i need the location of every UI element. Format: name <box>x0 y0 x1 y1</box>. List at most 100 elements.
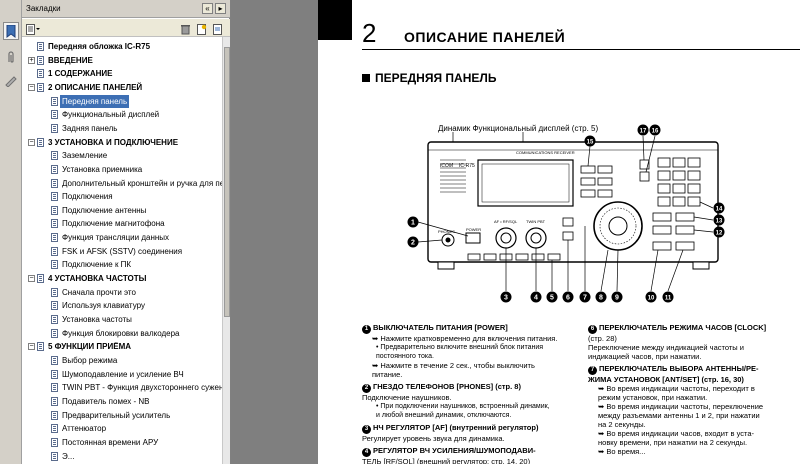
bookmark-label: Сначала прочти это <box>62 287 136 297</box>
bookmark-item[interactable]: Функция трансляции данных <box>22 231 222 244</box>
bookmark-item[interactable]: Используя клавиатуру <box>22 299 222 312</box>
bookmark-page-icon <box>51 178 58 188</box>
bookmark-item[interactable]: Установка приемника <box>22 163 222 176</box>
svg-text:2: 2 <box>411 240 415 247</box>
svg-text:7: 7 <box>583 295 587 302</box>
bookmark-item[interactable]: +ВВЕДЕНИЕ <box>22 54 222 67</box>
bookmark-page-icon <box>51 396 58 406</box>
bookmark-page-icon <box>51 301 58 311</box>
bookmark-item[interactable]: Выбор режима <box>22 354 222 367</box>
collapse-icon[interactable]: − <box>28 275 35 283</box>
svg-text:12: 12 <box>716 231 723 237</box>
bookmarks-tab-icon[interactable] <box>3 22 19 40</box>
bookmark-label: Функциональный дисплей <box>62 110 160 120</box>
bookmark-page-icon <box>37 274 44 284</box>
bookmark-item[interactable]: Дополнительный кронштейн и ручка для пер… <box>22 177 222 190</box>
bookmark-item[interactable]: FSK и AFSK (SSTV) соединения <box>22 245 222 258</box>
bookmark-item[interactable]: −2 ОПИСАНИЕ ПАНЕЛЕЙ <box>22 81 222 94</box>
bookmark-item[interactable]: Подключение антенны <box>22 204 222 217</box>
bookmarks-panel: Закладки « ▸ Передняя обложка IC-R75+ВВЕ… <box>22 0 230 464</box>
description-line: ➥ Во время индикации частоты, переключен… <box>598 402 764 411</box>
description-line: ➥ Нажмите кратковременно для включения п… <box>372 334 558 343</box>
bookmark-label: Предварительный усилитель <box>62 410 171 420</box>
radio-brand: ICOM <box>440 163 454 169</box>
bookmark-item[interactable]: Постоянная времени АРУ <box>22 436 222 449</box>
heading-text: ГНЕЗДО ТЕЛЕФОНОВ [PHONES] (стр. 8) <box>373 382 521 391</box>
bookmark-page-icon <box>51 123 58 133</box>
description-line: ➥ Нажмите в течение 2 сек., чтобы выключ… <box>372 361 535 370</box>
document-area[interactable]: 2 ОПИСАНИЕ ПАНЕЛЕЙ ПЕРЕДНЯЯ ПАНЕЛЬ Динам… <box>231 0 800 464</box>
bookmark-label: 5 ФУНКЦИИ ПРИЁМА <box>48 342 132 352</box>
bookmark-item[interactable]: Передняя панель <box>22 94 222 108</box>
collapse-icon[interactable]: − <box>28 138 35 146</box>
bookmarks-scrollbar[interactable] <box>222 37 230 464</box>
section-title-text: ПЕРЕДНЯЯ ПАНЕЛЬ <box>375 71 497 85</box>
bookmark-item[interactable]: Подключение к ПК <box>22 258 222 271</box>
heading-text: РЕГУЛЯТОР ВЧ УСИЛЕНИЯ/ШУМОПОДАВИ- <box>373 446 536 455</box>
options-menu-icon[interactable] <box>26 22 40 35</box>
bookmark-item[interactable]: Установка частоты <box>22 313 222 326</box>
attachments-tab-icon[interactable] <box>3 48 19 66</box>
square-bullet-icon <box>362 74 370 82</box>
bookmark-label: Функция блокировки валкодера <box>62 328 180 338</box>
svg-text:10: 10 <box>648 296 655 302</box>
bookmark-label: Подключение к ПК <box>62 260 132 270</box>
bookmark-item[interactable]: Предварительный усилитель <box>22 409 222 422</box>
description-line: Подключение наушников. <box>362 393 452 402</box>
bookmark-label: Выбор режима <box>62 355 118 365</box>
bookmark-label: 3 УСТАНОВКА И ПОДКЛЮЧЕНИЕ <box>48 137 179 147</box>
bookmark-item[interactable]: Подключения <box>22 190 222 203</box>
svg-text:17: 17 <box>640 129 647 135</box>
expand-bookmark-icon[interactable] <box>212 22 223 35</box>
bookmark-item[interactable]: Функциональный дисплей <box>22 108 222 121</box>
bookmark-item[interactable]: Функция блокировки валкодера <box>22 327 222 340</box>
description-line: и любой внешний динамик, отключаются. <box>376 412 512 419</box>
description-line: на 2 секунды. <box>598 420 646 429</box>
bookmark-item[interactable]: − 3 УСТАНОВКА И ПОДКЛЮЧЕНИЕ <box>22 136 222 149</box>
bookmark-item[interactable]: Подавитель помех - NB <box>22 395 222 408</box>
scrollbar-thumb[interactable] <box>224 47 230 317</box>
pbt-knob-label: TWIN PBT <box>526 219 546 224</box>
bookmark-item[interactable]: Подключение магнитофона <box>22 217 222 230</box>
bookmark-item[interactable]: Передняя обложка IC-R75 <box>22 40 222 53</box>
bookmark-label: Дополнительный кронштейн и ручка для пер… <box>62 178 222 188</box>
bookmark-label: FSK и AFSK (SSTV) соединения <box>62 246 183 256</box>
bookmark-item[interactable]: TWIN PBT - Функция двухстороннего сужени… <box>22 381 222 394</box>
bookmark-item[interactable]: Шумоподавление и усиление ВЧ <box>22 368 222 381</box>
bookmark-item[interactable]: Аттенюатор <box>22 422 222 435</box>
collapse-icon[interactable]: − <box>28 343 35 351</box>
bookmark-label: Передняя обложка IC-R75 <box>48 42 151 51</box>
new-bookmark-icon[interactable] <box>196 22 207 35</box>
signatures-tab-icon[interactable] <box>3 72 19 90</box>
bookmark-item[interactable]: 1 СОДЕРЖАНИЕ <box>22 67 222 80</box>
bookmark-page-icon <box>51 287 58 297</box>
bookmark-item[interactable]: − 5 ФУНКЦИИ ПРИЁМА <box>22 340 222 353</box>
bookmark-item[interactable]: Сначала прочти это <box>22 286 222 299</box>
bookmark-page-icon <box>37 82 44 92</box>
delete-bookmark-icon[interactable] <box>180 22 191 35</box>
bookmark-item[interactable]: −4 УСТАНОВКА ЧАСТОТЫ <box>22 272 222 285</box>
collapse-icon[interactable]: − <box>28 83 35 91</box>
bookmark-page-icon <box>51 96 58 106</box>
bookmark-label: Подключение антенны <box>62 205 147 215</box>
bookmark-item[interactable]: Заземление <box>22 149 222 162</box>
panel-options-icon[interactable]: ▸ <box>215 3 226 14</box>
bookmark-page-icon <box>51 410 58 420</box>
bookmark-page-icon <box>51 219 58 229</box>
svg-text:1: 1 <box>411 220 415 227</box>
bookmark-page-icon <box>51 151 58 161</box>
bookmark-page-icon <box>51 110 58 120</box>
radio-model: IC-R75 <box>459 163 475 169</box>
bookmark-item[interactable]: Э... <box>22 450 222 463</box>
bookmark-label: Шумоподавление и усиление ВЧ <box>62 369 184 379</box>
svg-text:8: 8 <box>599 295 603 302</box>
bookmark-item[interactable]: Задняя панель <box>22 122 222 135</box>
collapse-panel-icon[interactable]: « <box>202 3 213 14</box>
bookmark-label: Заземление <box>62 151 108 161</box>
expand-icon[interactable]: + <box>28 56 35 64</box>
